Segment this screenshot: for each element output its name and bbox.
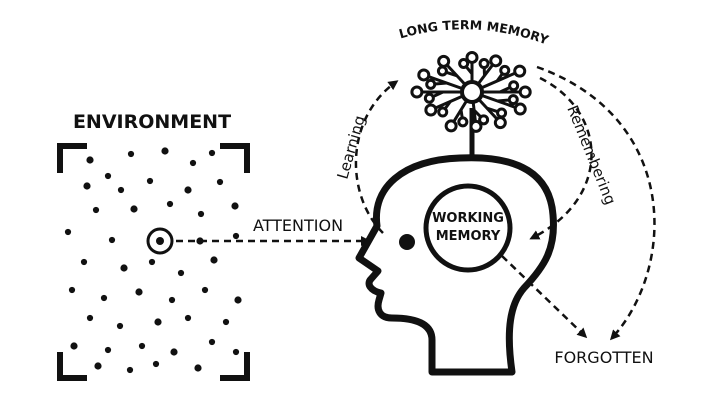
neuron-node bbox=[417, 68, 431, 82]
neuron-node bbox=[507, 94, 519, 106]
environment-dot bbox=[189, 159, 197, 167]
neuron-node bbox=[493, 116, 507, 130]
neuron-node bbox=[457, 116, 469, 128]
environment-dot bbox=[64, 228, 72, 236]
long-term-memory-label: LONG TERM MEMORY bbox=[397, 17, 551, 47]
learning-arrow bbox=[354, 80, 399, 234]
environment-dot bbox=[208, 338, 216, 346]
environment-dot bbox=[127, 150, 135, 158]
environment-dot bbox=[154, 318, 162, 326]
neuron-node bbox=[478, 114, 490, 126]
environment-dot bbox=[170, 348, 178, 356]
environment-dot bbox=[94, 362, 102, 370]
environment-dot bbox=[70, 342, 78, 350]
environment-dot bbox=[161, 147, 169, 155]
working-memory-label-line1: WORKING bbox=[432, 211, 504, 226]
environment-dot bbox=[100, 294, 108, 302]
environment-dot bbox=[138, 342, 146, 350]
remembering-label: Remembering bbox=[563, 103, 619, 208]
neuron-network-icon bbox=[410, 50, 532, 133]
environment-dot bbox=[232, 348, 240, 356]
neuron-node bbox=[469, 119, 483, 133]
eye-icon bbox=[399, 234, 415, 250]
bullseye-icon bbox=[146, 227, 174, 255]
working-memory-circle bbox=[423, 183, 513, 273]
environment-dot bbox=[86, 156, 94, 164]
neuron-node bbox=[508, 80, 520, 92]
environment-dot bbox=[92, 206, 100, 214]
head-profile-icon bbox=[355, 154, 557, 376]
environment-dots bbox=[64, 147, 242, 374]
neuron-node bbox=[513, 102, 527, 116]
forgotten-label: FORGOTTEN bbox=[554, 348, 653, 367]
environment-dot bbox=[120, 264, 128, 272]
attention-label: ATTENTION bbox=[253, 216, 343, 235]
environment-dot bbox=[126, 366, 134, 374]
environment-dot bbox=[116, 322, 124, 330]
neuron-node bbox=[496, 107, 508, 119]
neuron-node bbox=[465, 50, 479, 64]
learning-label: Learning bbox=[334, 114, 369, 182]
environment-dot bbox=[104, 346, 112, 354]
environment-dot bbox=[80, 258, 88, 266]
environment-dot bbox=[86, 314, 94, 322]
ltm-forgetting-arrow bbox=[536, 65, 656, 341]
environment-dot bbox=[194, 364, 202, 372]
neuron-node bbox=[499, 64, 511, 76]
remembering-arrow bbox=[529, 76, 593, 240]
neuron-node bbox=[425, 78, 437, 90]
environment-dot bbox=[168, 296, 176, 304]
environment-dot bbox=[210, 256, 218, 264]
neuron-node bbox=[458, 58, 470, 70]
environment-dot bbox=[146, 177, 154, 185]
neuron-node bbox=[489, 54, 503, 68]
environment-dot bbox=[130, 205, 138, 213]
neuron-node bbox=[437, 54, 451, 68]
environment-dot bbox=[216, 178, 224, 186]
environment-dot bbox=[152, 360, 160, 368]
environment-dot bbox=[83, 182, 91, 190]
environment-dot bbox=[222, 318, 230, 326]
environment-dot bbox=[208, 149, 216, 157]
environment-dot bbox=[197, 210, 205, 218]
environment-dot bbox=[135, 288, 143, 296]
environment-dot bbox=[68, 286, 76, 294]
environment-dot bbox=[231, 202, 239, 210]
environment-dot bbox=[234, 296, 242, 304]
neuron-node bbox=[518, 85, 532, 99]
environment-dot bbox=[177, 269, 185, 277]
environment-frame bbox=[57, 143, 250, 381]
environment-dot bbox=[104, 172, 112, 180]
neuron-node bbox=[478, 58, 490, 70]
neuron-node bbox=[410, 85, 424, 99]
neuron-node bbox=[424, 103, 438, 117]
environment-dot bbox=[184, 186, 192, 194]
environment-dot bbox=[184, 314, 192, 322]
working-memory-label-line2: MEMORY bbox=[436, 229, 501, 244]
environment-dot bbox=[108, 236, 116, 244]
environment-dot bbox=[166, 200, 174, 208]
neuron-core bbox=[460, 80, 484, 104]
neuron-node bbox=[437, 106, 449, 118]
neuron-node bbox=[513, 64, 527, 78]
wm-forgetting-arrow bbox=[501, 255, 588, 339]
environment-dot bbox=[148, 258, 156, 266]
environment-dot bbox=[201, 286, 209, 294]
environment-dot bbox=[117, 186, 125, 194]
environment-label: ENVIRONMENT bbox=[73, 111, 231, 133]
neuron-node bbox=[423, 92, 435, 104]
neuron-node bbox=[436, 65, 448, 77]
neuron-node bbox=[444, 119, 458, 133]
environment-dot bbox=[232, 232, 240, 240]
